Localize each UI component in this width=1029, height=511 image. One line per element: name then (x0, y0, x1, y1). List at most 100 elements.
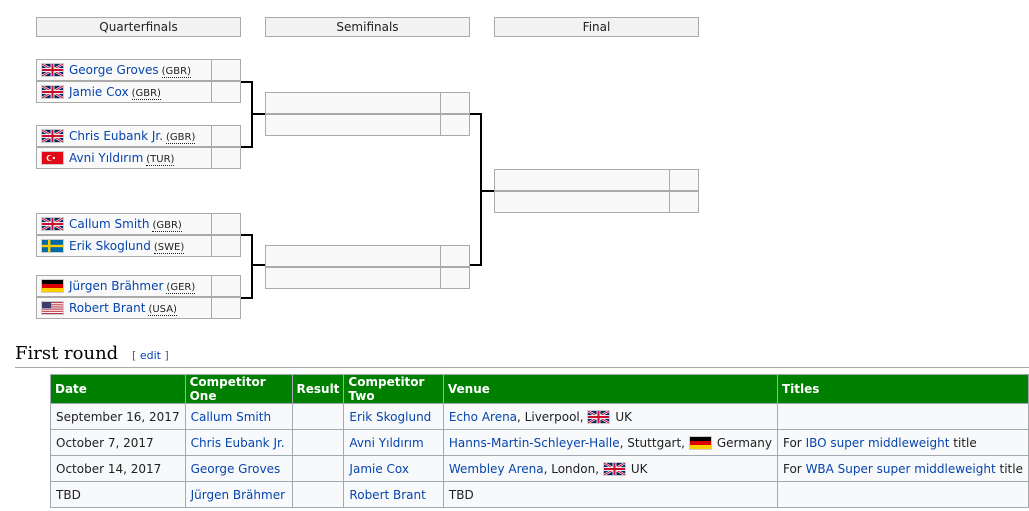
bracket-connector (480, 113, 482, 266)
country-code[interactable]: (GBR) (152, 220, 182, 232)
competitor-link[interactable]: Callum Smith (69, 217, 150, 231)
competitor-one-link[interactable]: Callum Smith (190, 409, 272, 424)
competitor-two-link[interactable]: Robert Brant (349, 487, 426, 502)
competitor-two-link[interactable]: Avni Yıldırım (349, 435, 424, 450)
competitor-cell: George Groves(GBR) (37, 60, 212, 80)
column-header-competitor-one: Competitor One (184, 374, 293, 404)
competitor-cell: Jamie Cox(GBR) (37, 82, 212, 102)
table-header-row: Date Competitor One Result Competitor Tw… (50, 374, 1029, 404)
venue-link[interactable]: Echo Arena (448, 409, 518, 424)
competitor-cell: Chris Eubank Jr.(GBR) (37, 126, 212, 146)
competitor-two-link[interactable]: Jamie Cox (349, 461, 409, 476)
competitor-link[interactable]: Jamie Cox (69, 85, 129, 99)
semifinal-slot (265, 267, 470, 289)
competitor-two-cell: Jamie Cox (343, 455, 444, 482)
bracket-connector (241, 146, 252, 148)
venue-text: TBD (448, 487, 474, 502)
date-cell: October 7, 2017 (50, 429, 186, 456)
competitor-link[interactable]: Erik Skoglund (69, 239, 151, 253)
venue-country: UK (615, 409, 633, 424)
result-cell (291, 455, 345, 482)
competitor-one-cell: Callum Smith (184, 403, 293, 430)
title-link[interactable]: WBA Super super middleweight (805, 461, 996, 476)
bracket-connector (470, 113, 481, 115)
bracket-connector (480, 190, 494, 192)
quarterfinal-slot: Chris Eubank Jr.(GBR) (36, 125, 241, 147)
competitor-cell: Jürgen Brähmer(GER) (37, 276, 212, 296)
titles-cell (776, 403, 1029, 430)
column-header-result: Result (291, 374, 345, 404)
quarterfinal-slot: George Groves(GBR) (36, 59, 241, 81)
bracket-connector (251, 264, 265, 266)
table-row: September 16, 2017 Callum Smith Erik Skogl… (50, 403, 1029, 430)
section-edit: [ edit ] (132, 349, 169, 362)
venue-link[interactable]: Hanns-Martin-Schleyer-Halle (448, 435, 620, 450)
round-header-quarterfinals: Quarterfinals (36, 17, 241, 37)
uk-flag-icon (41, 85, 64, 99)
competitor-two-cell: Erik Skoglund (343, 403, 444, 430)
uk-flag-icon (41, 217, 64, 231)
competitor-two-cell: Robert Brant (343, 481, 444, 508)
competitor-two-cell: Avni Yıldırım (343, 429, 444, 456)
bracket-connector (241, 234, 252, 236)
round-header-semifinals: Semifinals (265, 17, 470, 37)
competitor-link[interactable]: George Groves (69, 63, 159, 77)
venue-text: , London, (543, 461, 600, 476)
germany-flag-icon (41, 279, 64, 293)
competitor-one-link[interactable]: Chris Eubank Jr. (190, 435, 285, 450)
competitor-link[interactable]: Jürgen Brähmer (69, 279, 164, 293)
competitor-link[interactable]: Avni Yıldırım (69, 151, 144, 165)
venue-text: , Stuttgart, (619, 435, 685, 450)
country-code[interactable]: (GBR) (131, 88, 161, 100)
column-header-competitor-two: Competitor Two (343, 374, 444, 404)
round-header-final: Final (494, 17, 699, 37)
edit-link[interactable]: edit (139, 349, 161, 362)
quarterfinal-slot: Avni Yıldırım(TUR) (36, 147, 241, 169)
country-code[interactable]: (TUR) (146, 154, 175, 166)
title-link[interactable]: IBO super middleweight (805, 435, 950, 450)
sweden-flag-icon (41, 239, 64, 253)
venue-cell: Echo Arena, Liverpool, UK (442, 403, 778, 430)
results-table: Date Competitor One Result Competitor Tw… (50, 374, 1029, 508)
result-cell (291, 403, 345, 430)
quarterfinal-slot: Erik Skoglund(SWE) (36, 235, 241, 257)
uk-flag-icon (41, 63, 64, 77)
quarterfinal-slot: Jamie Cox(GBR) (36, 81, 241, 103)
result-cell (291, 481, 345, 508)
country-code[interactable]: (USA) (148, 304, 177, 316)
country-code[interactable]: (GBR) (161, 66, 191, 78)
competitor-link[interactable]: Robert Brant (69, 301, 146, 315)
final-slot (494, 191, 699, 213)
competitor-one-link[interactable]: George Groves (190, 461, 281, 476)
semifinal-slot (265, 245, 470, 267)
column-header-titles: Titles (776, 374, 1029, 404)
venue-cell: TBD (442, 481, 778, 508)
bracket-connector (241, 81, 252, 83)
venue-text: , Liverpool, (517, 409, 584, 424)
titles-cell: For IBO super middleweight title (776, 429, 1029, 456)
competitor-link[interactable]: Chris Eubank Jr. (69, 129, 164, 143)
competitor-cell: Robert Brant(USA) (37, 298, 212, 318)
venue-country: UK (630, 461, 648, 476)
quarterfinal-slot: Robert Brant(USA) (36, 297, 241, 319)
section-heading: First round [ edit ] (15, 343, 1029, 368)
competitor-two-link[interactable]: Erik Skoglund (349, 409, 432, 424)
semifinal-slot (265, 114, 470, 136)
competitor-one-link[interactable]: Jürgen Brähmer (190, 487, 286, 502)
venue-country: Germany (716, 435, 772, 450)
venue-link[interactable]: Wembley Arena (448, 461, 544, 476)
date-cell: September 16, 2017 (50, 403, 186, 430)
competitor-cell: Callum Smith(GBR) (37, 214, 212, 234)
date-cell: October 14, 2017 (50, 455, 186, 482)
country-code[interactable]: (GBR) (166, 132, 196, 144)
turkey-flag-icon (41, 151, 64, 165)
uk-flag-icon (602, 461, 626, 476)
country-code[interactable]: (SWE) (153, 242, 185, 254)
uk-flag-icon (587, 409, 611, 424)
usa-flag-icon (41, 301, 64, 315)
final-slot (494, 169, 699, 191)
country-code[interactable]: (GER) (166, 282, 196, 294)
column-header-date: Date (50, 374, 186, 404)
titles-cell (776, 481, 1029, 508)
